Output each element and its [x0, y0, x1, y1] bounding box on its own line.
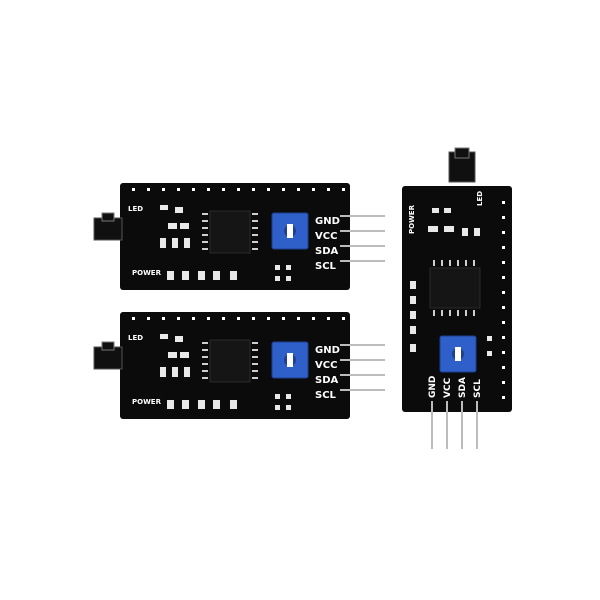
lcd-i2c-board-vertical: GND VCC SDA SCL POWER LED	[402, 147, 512, 449]
label-led: LED	[128, 205, 143, 213]
header-holes-row	[132, 188, 345, 191]
ic-chip	[209, 210, 251, 254]
ic-chip	[429, 267, 481, 309]
label-sda: SDA	[315, 246, 339, 257]
label-scl: SCL	[315, 390, 337, 401]
output-pins	[340, 215, 385, 262]
potentiometer	[271, 341, 309, 379]
ic-pins	[202, 342, 258, 379]
label-gnd: GND	[315, 216, 340, 227]
ic-pins	[433, 260, 475, 316]
label-led: LED	[476, 191, 484, 206]
label-led: LED	[128, 334, 143, 342]
output-pins	[431, 401, 478, 449]
jumper-cap	[101, 341, 115, 351]
label-sda: SDA	[315, 375, 339, 386]
smd-components	[160, 334, 291, 410]
label-power: POWER	[132, 269, 162, 277]
output-pins	[340, 344, 385, 391]
label-sda: SDA	[458, 377, 468, 398]
header-holes-column	[502, 201, 505, 399]
label-gnd: GND	[315, 345, 340, 356]
label-gnd: GND	[428, 376, 438, 398]
label-vcc: VCC	[315, 231, 337, 242]
label-power: POWER	[132, 398, 162, 406]
potentiometer	[271, 212, 309, 250]
label-scl: SCL	[473, 379, 483, 398]
smd-components	[160, 205, 291, 281]
jumper-cap	[454, 147, 470, 159]
label-vcc: VCC	[315, 360, 337, 371]
ic-pins	[202, 213, 258, 250]
label-vcc: VCC	[443, 377, 453, 398]
label-scl: SCL	[315, 261, 337, 272]
ic-chip	[209, 339, 251, 383]
potentiometer	[439, 335, 477, 373]
lcd-i2c-board-top: GND VCC SDA SCL POWER LED	[93, 183, 385, 290]
smd-components	[410, 208, 492, 356]
pin-labels: GND VCC SDA SCL	[428, 376, 483, 398]
header-holes-row	[132, 317, 345, 320]
label-power: POWER	[408, 204, 416, 234]
lcd-i2c-board-bottom: GND VCC SDA SCL POWER LED	[93, 312, 385, 419]
jumper-cap	[101, 212, 115, 222]
